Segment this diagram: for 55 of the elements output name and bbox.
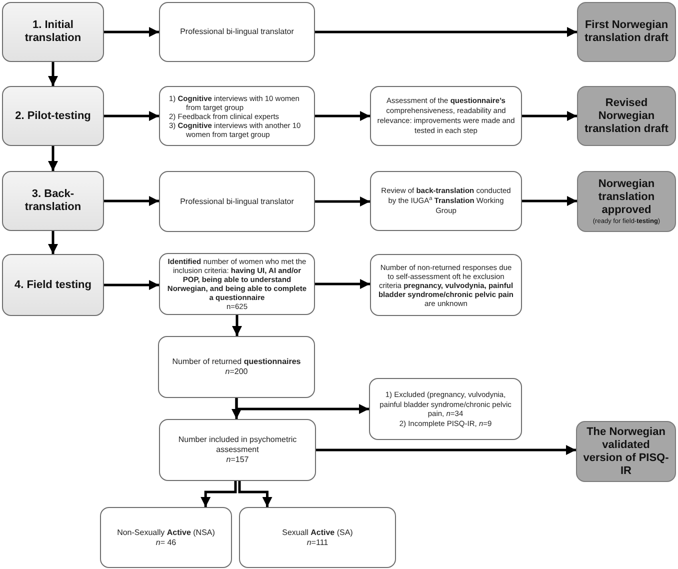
arrow — [104, 280, 159, 290]
box-text: Non-Sexually Active (NSA) — [117, 528, 215, 538]
box-text: Revised Norwegian translation draft — [584, 96, 669, 136]
box-text: 4. Field testing — [14, 278, 92, 292]
result-box — [576, 421, 676, 482]
process-box — [370, 254, 522, 316]
step-box — [2, 171, 104, 231]
arrow — [315, 111, 370, 121]
arrow — [200, 481, 237, 507]
box-text: The Norwegian validated version of PISQ-IR — [583, 426, 669, 478]
process-box — [159, 419, 316, 481]
arrow — [104, 27, 159, 37]
process-box — [159, 171, 315, 232]
arrow — [232, 315, 242, 336]
box-text: Norwegian translation approved — [597, 178, 656, 216]
process-box — [159, 253, 315, 315]
arrow — [316, 445, 576, 455]
process-box — [159, 86, 315, 146]
count-text: n=157 — [226, 455, 249, 465]
process-box — [158, 336, 315, 398]
arrow — [104, 196, 159, 206]
process-box — [239, 507, 396, 568]
count-text: n= 46 — [156, 538, 176, 548]
arrow — [104, 111, 159, 121]
box-text: Professional bi-lingual translator — [180, 27, 294, 37]
arrow — [522, 111, 577, 121]
process-box — [369, 378, 522, 440]
box-text: Professional bi-lingual translator — [180, 196, 294, 206]
result-box — [577, 171, 676, 232]
process-box — [159, 2, 315, 62]
box-text: Number of returned questionnaires — [172, 357, 301, 367]
step-box — [2, 254, 104, 316]
arrow — [315, 27, 577, 37]
process-box — [370, 86, 522, 146]
process-box — [100, 507, 232, 568]
arrow — [522, 196, 577, 206]
box-text: First Norwegian translation draft — [584, 19, 669, 45]
result-box — [577, 2, 676, 62]
arrow — [48, 62, 58, 86]
result-box — [577, 86, 676, 146]
count-text: n=200 — [225, 367, 248, 377]
box-text: Sexuall Active (SA) — [282, 528, 353, 538]
step-box — [2, 2, 104, 62]
step-box — [2, 86, 104, 146]
box-text: 2. Pilot-testing — [15, 110, 91, 122]
count-text: n=111 — [306, 538, 328, 548]
box-text: 3. Back-translation — [24, 188, 82, 214]
arrow — [315, 279, 370, 289]
process-box — [370, 171, 522, 231]
arrow — [238, 481, 272, 507]
box-text: 1. Initial translation — [24, 19, 82, 45]
arrow — [48, 146, 58, 171]
arrow — [232, 398, 242, 419]
arrow — [315, 196, 370, 206]
arrow — [48, 231, 58, 254]
